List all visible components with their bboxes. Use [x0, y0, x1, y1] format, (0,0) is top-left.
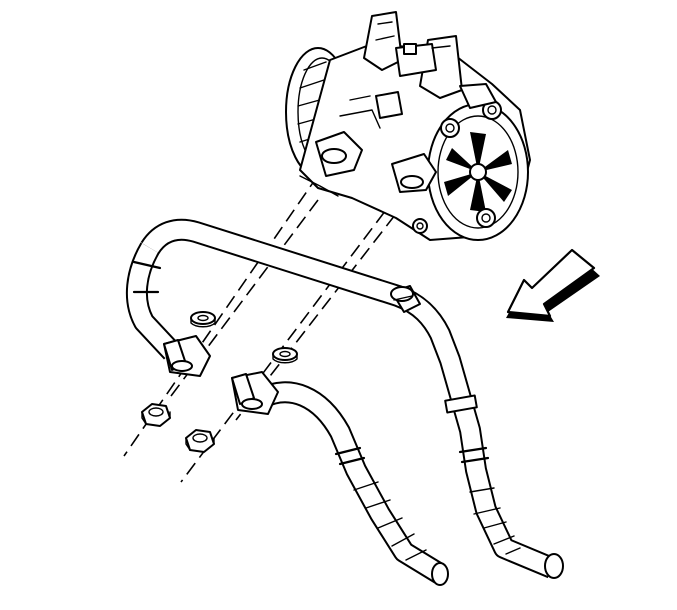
rear-head-ribs [444, 132, 512, 212]
sealing-washers [190, 311, 298, 364]
service-port-fitting [390, 285, 421, 313]
mounting-nut [185, 429, 215, 453]
mounting-nuts [141, 403, 215, 453]
mounting-nut [141, 403, 171, 427]
refrigerant-hose-assembly [125, 218, 564, 586]
direction-arrow-icon [506, 248, 600, 322]
alignment-lines [123, 157, 411, 483]
electrical-connector [363, 11, 497, 119]
suction-fitting [163, 335, 211, 377]
sealing-washer [272, 347, 298, 361]
ac-compressor [285, 11, 531, 241]
discharge-fitting [231, 371, 279, 415]
sealing-washer [190, 311, 216, 325]
